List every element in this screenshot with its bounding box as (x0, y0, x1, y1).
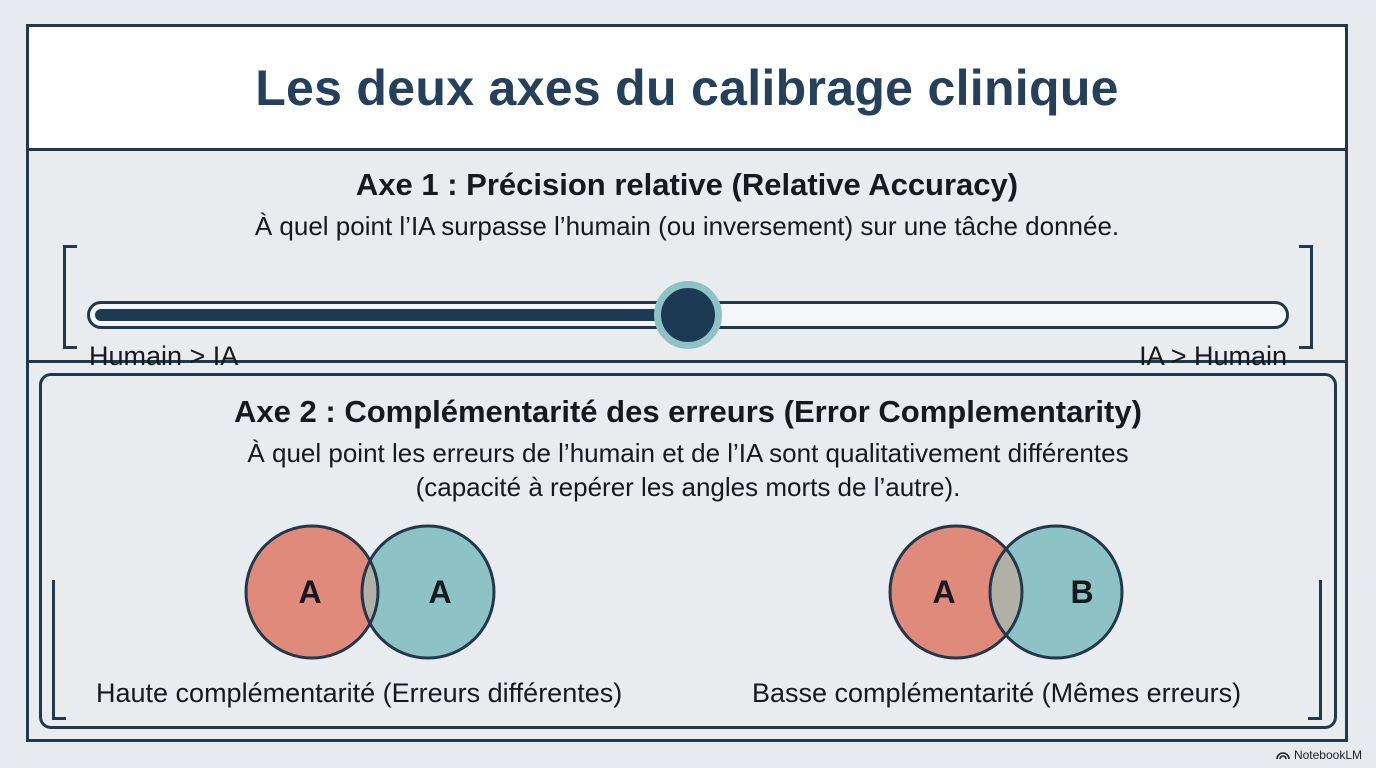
axis2-heading: Axe 2 : Complémentarité des erreurs (Err… (234, 394, 1142, 429)
axis2-section: Axe 2 : Complémentarité des erreurs (Err… (39, 373, 1337, 729)
venn-high-complementarity: A A (244, 524, 496, 660)
axis1-right-label: IA > Humain (1139, 341, 1287, 371)
notebooklm-logo-icon (1276, 752, 1290, 760)
accuracy-slider-knob (654, 281, 722, 349)
axis2-right-bracket (1308, 580, 1322, 720)
axis2-description-line2: (capacité à repérer les angles morts de … (415, 472, 961, 502)
axis1-left-label: Humain > IA (89, 341, 239, 371)
accuracy-slider-fill (95, 309, 688, 321)
venn-high-left-letter: A (298, 574, 321, 610)
venn-low-right-letter: B (1070, 574, 1093, 610)
venn-low-left-letter: A (932, 574, 955, 610)
venn-high-ai-circle (362, 526, 494, 658)
venn-high-human-circle (246, 526, 378, 658)
axis1-left-bracket (63, 245, 77, 349)
venn-low-complementarity: A B (888, 524, 1124, 660)
infographic-frame: Les deux axes du calibrage clinique Axe … (26, 24, 1348, 742)
watermark-text: NotebookLM (1293, 748, 1362, 762)
title-band: Les deux axes du calibrage clinique (29, 27, 1345, 151)
venn-low-human-circle (890, 526, 1022, 658)
notebooklm-watermark: NotebookLM (1276, 748, 1362, 762)
axis2-description-line1: À quel point les erreurs de l’humain et … (247, 438, 1129, 468)
page-title: Les deux axes du calibrage clinique (255, 59, 1119, 116)
axis2-description: À quel point les erreurs de l’humain et … (42, 436, 1334, 504)
axis2-left-bracket (52, 580, 66, 720)
axis1-right-bracket (1299, 245, 1313, 349)
axis1-description: À quel point l’IA surpasse l’humain (ou … (254, 211, 1120, 241)
venn-high-right-letter: A (428, 574, 451, 610)
venn-high-caption: Haute complémentarité (Erreurs différent… (96, 678, 623, 708)
axis1-heading: Axe 1 : Précision relative (Relative Acc… (355, 167, 1019, 202)
axis1-section: Axe 1 : Précision relative (Relative Acc… (29, 151, 1345, 371)
venn-low-caption: Basse complémentarité (Mêmes erreurs) (752, 678, 1242, 708)
venn-low-ai-circle (990, 526, 1122, 658)
